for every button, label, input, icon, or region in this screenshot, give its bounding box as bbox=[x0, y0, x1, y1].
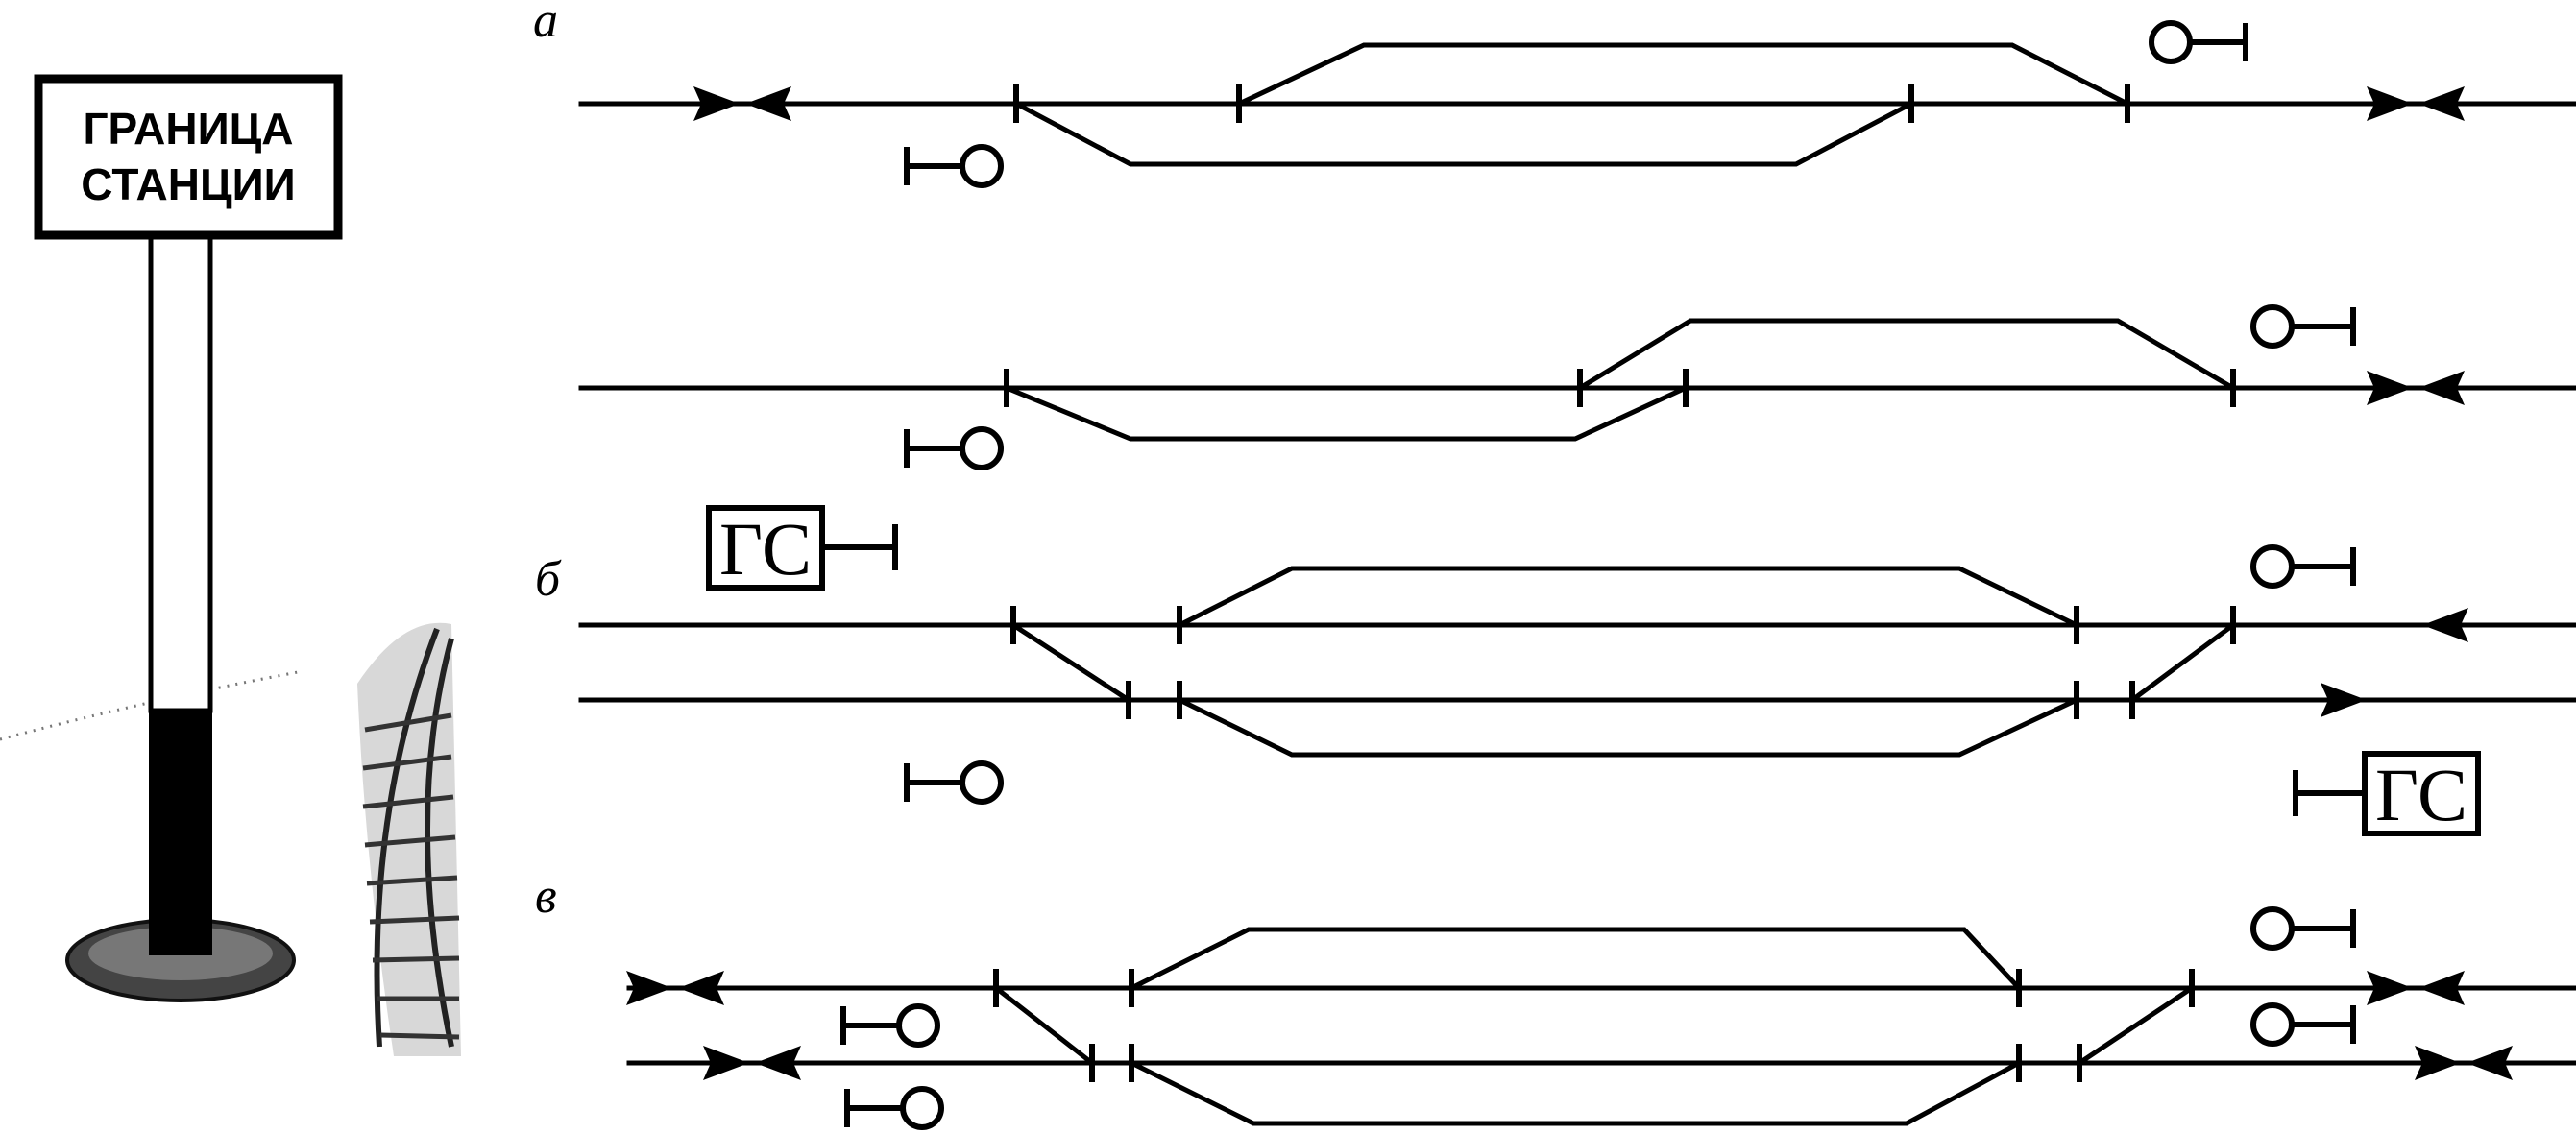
sign-post-black bbox=[149, 711, 212, 955]
boundary-arrows bbox=[693, 86, 791, 121]
siding-upper bbox=[1176, 566, 2080, 629]
signal-icon bbox=[2250, 304, 2356, 349]
panel-label-b: б bbox=[535, 552, 562, 607]
siding-lower bbox=[1176, 696, 2080, 758]
crossover-right bbox=[2128, 621, 2237, 704]
signal-icon bbox=[2250, 1002, 2356, 1047]
sign-line-2: СТАНЦИИ bbox=[81, 159, 295, 209]
diagram-v bbox=[626, 906, 2576, 1130]
siding-lower bbox=[1128, 1059, 2023, 1126]
sign-post-white bbox=[148, 232, 213, 713]
signal-icon bbox=[904, 760, 1004, 805]
siding-upper bbox=[1576, 318, 2237, 392]
signal-icon bbox=[904, 144, 1004, 188]
boundary-arrows bbox=[2367, 371, 2465, 405]
diagram-a-2 bbox=[578, 304, 2576, 470]
station-boundary-sign: ГРАНИЦА СТАНЦИИ bbox=[0, 74, 343, 1002]
signal-icon bbox=[2250, 906, 2356, 951]
boundary-arrows bbox=[626, 971, 724, 1005]
arrow-right-icon bbox=[2321, 683, 2367, 717]
panel-label-v: в bbox=[535, 869, 557, 924]
crossover-left bbox=[1009, 621, 1132, 704]
siding-lower bbox=[1003, 384, 1689, 442]
panel-label-a: а bbox=[533, 0, 558, 48]
signal-icon bbox=[840, 1003, 940, 1048]
station-boundary-marker: ГС bbox=[2293, 751, 2481, 836]
siding-upper bbox=[1235, 42, 2131, 108]
signal-icon bbox=[844, 1086, 944, 1130]
station-boundary-marker: ГС bbox=[706, 505, 898, 591]
sign-line-1: ГРАНИЦА bbox=[83, 104, 293, 154]
railway-track-illustration bbox=[357, 622, 461, 1056]
diagram-a-1 bbox=[578, 20, 2576, 188]
siding-lower bbox=[1012, 100, 1915, 167]
crossover-left bbox=[992, 984, 1096, 1067]
signal-icon bbox=[2149, 20, 2248, 64]
crossover-right bbox=[2076, 984, 2196, 1067]
boundary-arrows bbox=[703, 1046, 801, 1080]
sign-board bbox=[34, 74, 343, 240]
svg-text:ГС: ГС bbox=[719, 507, 812, 591]
boundary-arrows bbox=[2415, 1046, 2513, 1080]
boundary-arrows bbox=[2367, 86, 2465, 121]
signal-icon bbox=[904, 426, 1004, 470]
siding-upper bbox=[1128, 927, 2023, 992]
boundary-arrows bbox=[2367, 971, 2465, 1005]
arrow-left-icon bbox=[2422, 608, 2468, 642]
svg-text:ГС: ГС bbox=[2375, 753, 2467, 836]
signal-icon bbox=[2250, 544, 2356, 589]
diagram-b: ГС ГС bbox=[578, 505, 2576, 836]
